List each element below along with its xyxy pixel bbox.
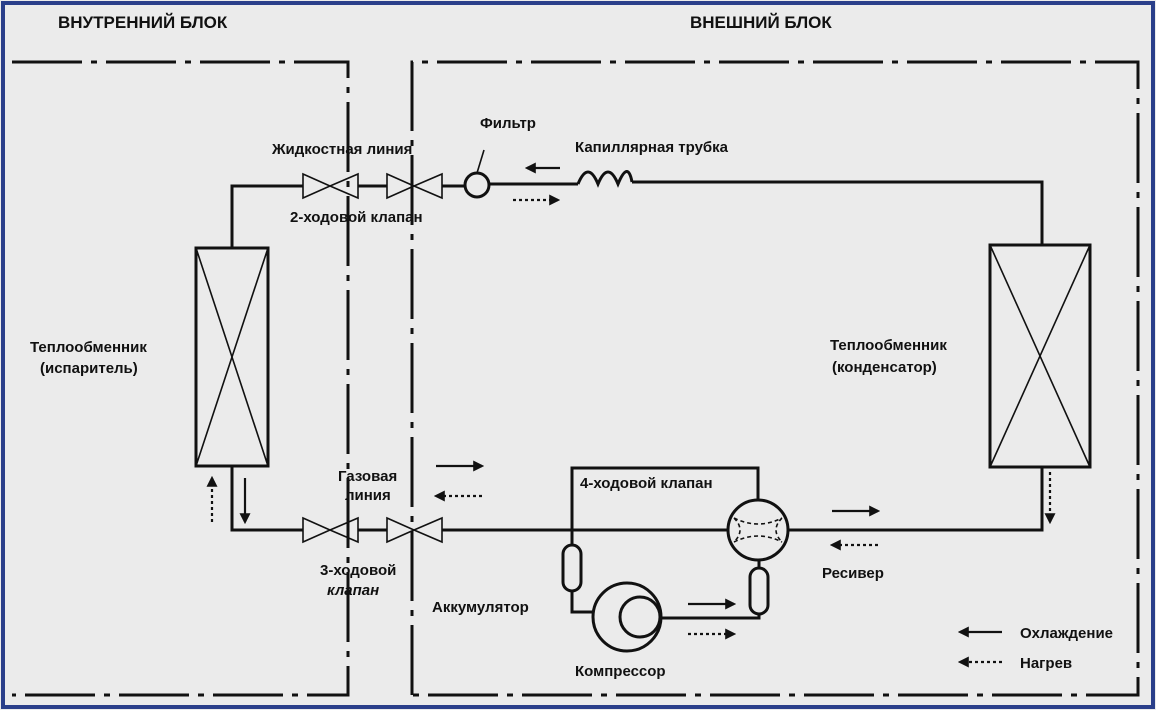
four-way-valve-label: 4-ходовой клапан (580, 475, 713, 492)
outdoor-unit-heading: ВНЕШНИЙ БЛОК (690, 13, 832, 32)
legend-cooling-label: Охлаждение (1020, 625, 1113, 642)
legend-heating-label: Нагрев (1020, 655, 1072, 672)
accumulator-to-compressor (570, 591, 594, 614)
four-way-to-accumulator-line (570, 466, 760, 545)
three-way-valve-label-line2: клапан (327, 582, 379, 599)
receiver-icon (748, 566, 770, 616)
evaporator-coil (194, 246, 270, 468)
four-way-to-condenser (788, 467, 1044, 532)
gas-line-label-line2: линия (345, 487, 391, 504)
capillary-coil-icon (576, 170, 634, 188)
filter-icon (463, 171, 491, 199)
two-way-valve-label: 2-ходовой клапан (290, 209, 423, 226)
three-way-valve-indoor (302, 516, 359, 544)
accumulator-label: Аккумулятор (432, 599, 529, 616)
three-way-valve-outdoor (386, 516, 443, 544)
liquid-line-left (230, 184, 303, 248)
gas-line-label-line1: Газовая (338, 468, 397, 485)
compressor-label: Компрессор (575, 663, 666, 680)
two-way-valve-outdoor (386, 172, 443, 200)
condenser-label-line1: Теплообменник (830, 337, 947, 354)
filter-leader (476, 149, 485, 174)
capillary-to-condenser (632, 180, 1044, 245)
two-way-valve-indoor (302, 172, 359, 200)
receiver-to-compressor (660, 614, 761, 620)
indoor-unit-boundary (12, 60, 350, 697)
liquid-line-label: Жидкостная линия (271, 141, 412, 158)
filter-label: Фильтр (480, 115, 536, 132)
outdoor-unit-boundary (410, 60, 1140, 697)
compressor-icon (591, 581, 663, 653)
gas-line-left (230, 466, 303, 532)
indoor-unit-heading: ВНУТРЕННИЙ БЛОК (58, 13, 228, 32)
receiver-label: Ресивер (822, 565, 884, 582)
condenser-label-line2: (конденсатор) (832, 359, 937, 376)
evaporator-label-line1: Теплообменник (30, 339, 147, 356)
four-way-valve-icon (726, 498, 790, 562)
capillary-tube-label: Капиллярная трубка (575, 139, 729, 156)
accumulator-icon (561, 543, 583, 593)
condenser-coil (988, 243, 1092, 469)
three-way-valve-label-line1: 3-ходовой (320, 562, 396, 579)
evaporator-label-line2: (испаритель) (40, 360, 138, 377)
